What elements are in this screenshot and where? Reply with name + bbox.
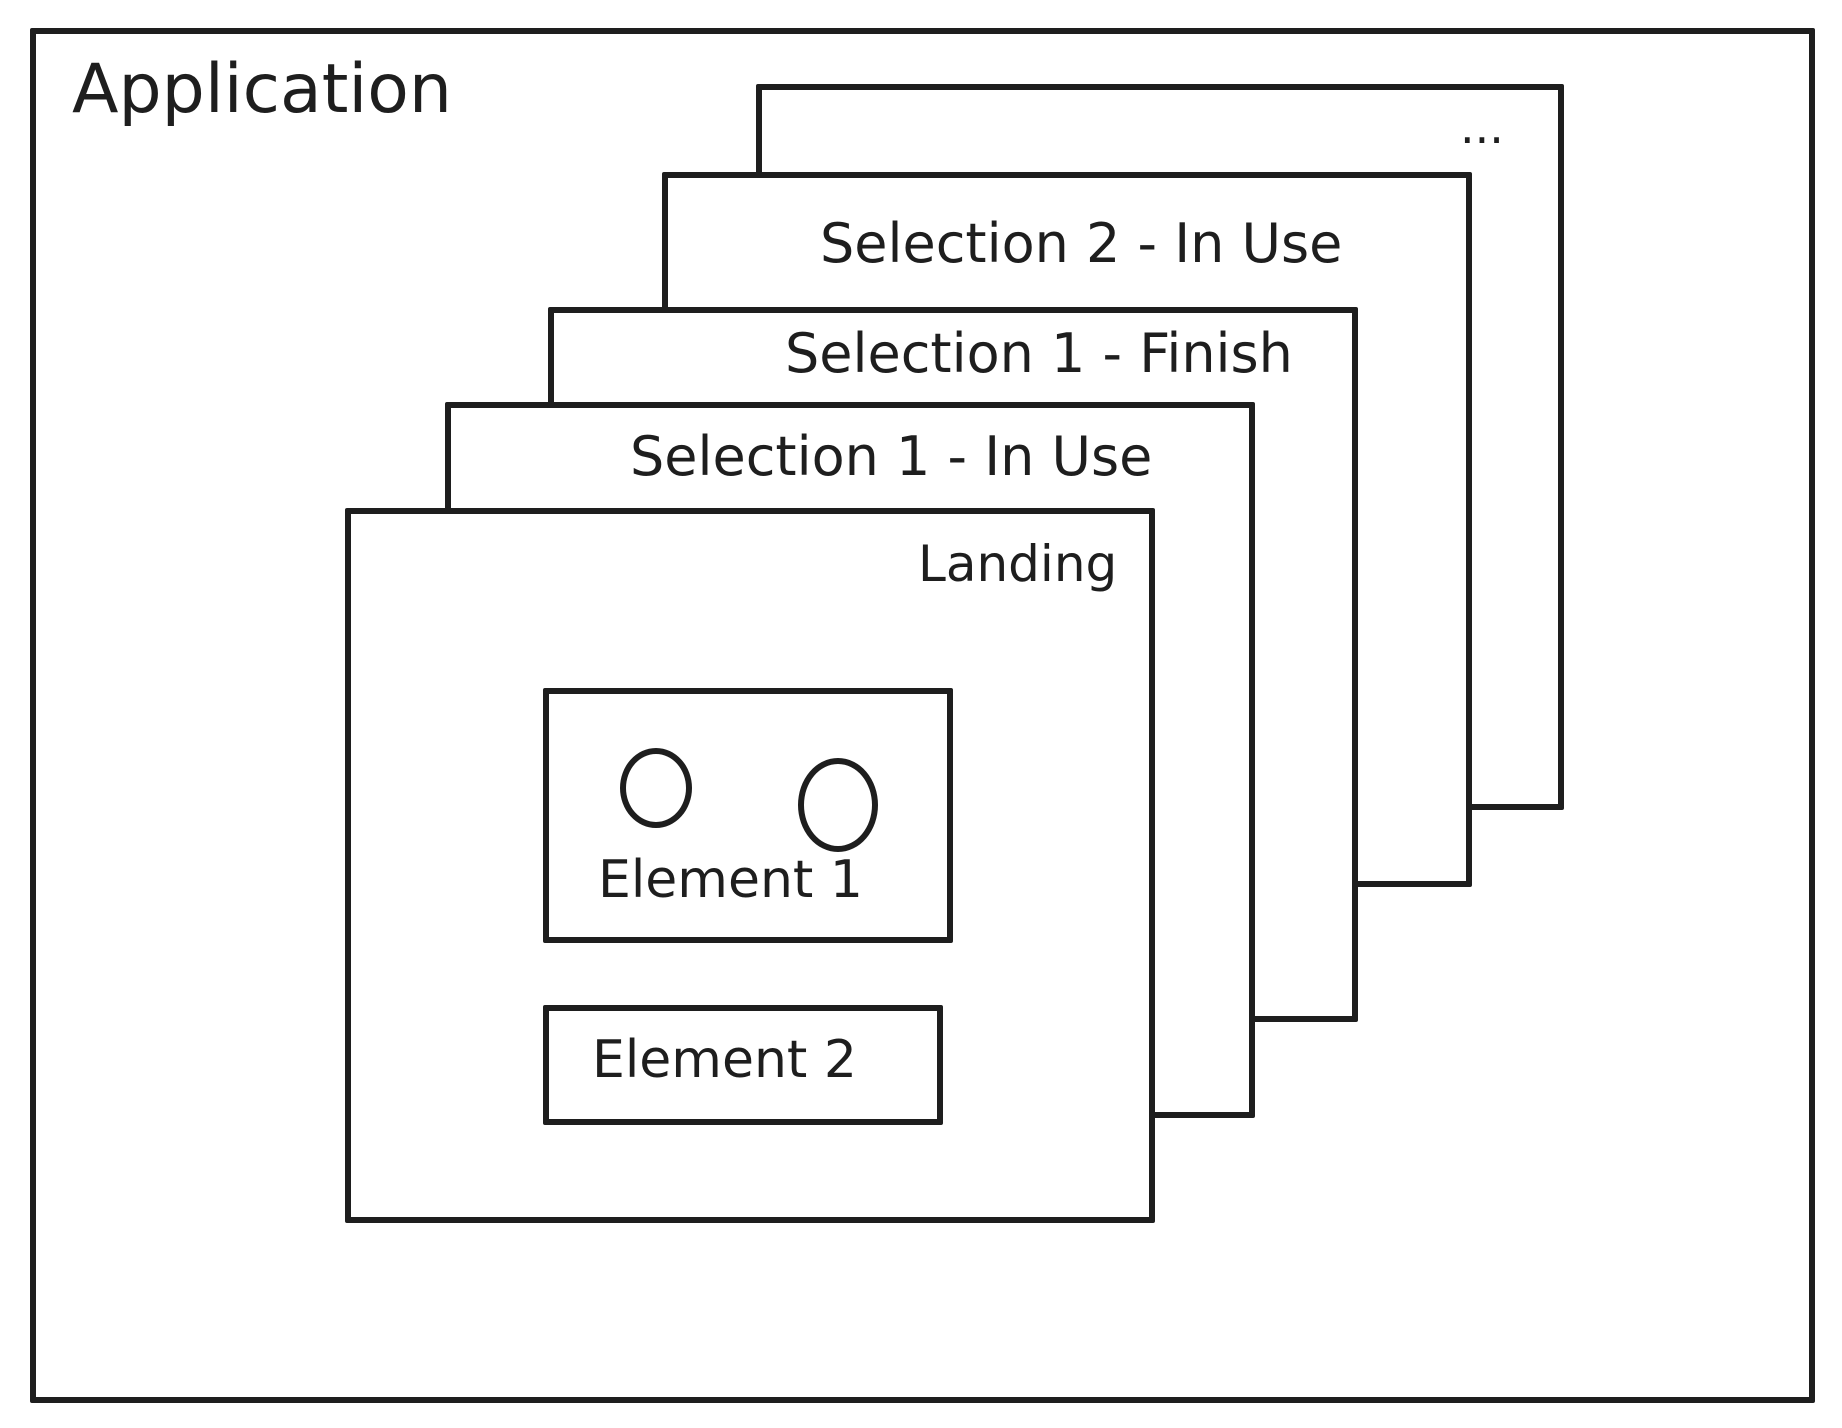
page-label-more: ... [1460,100,1504,154]
circle-icon [798,758,878,852]
page-label-landing: Landing [918,535,1118,593]
element-1-box [543,688,953,943]
element-2-label: Element 2 [592,1030,857,1090]
page-label-selection-2-in-use: Selection 2 - In Use [820,212,1343,275]
application-label: Application [72,50,452,129]
element-1-label: Element 1 [598,850,863,910]
element-2-box [543,1005,943,1125]
circle-icon [620,748,692,828]
page-label-selection-1-in-use: Selection 1 - In Use [630,425,1153,488]
page-label-selection-1-finish: Selection 1 - Finish [785,322,1293,385]
